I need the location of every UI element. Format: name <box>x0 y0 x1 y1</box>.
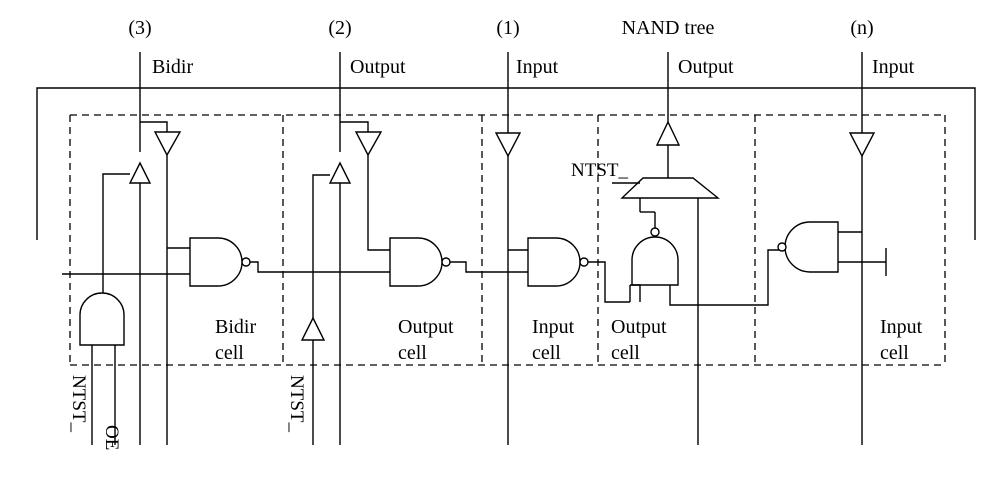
pin-number-input: (1) <box>496 17 519 39</box>
signal-ntst-output: NTST_ <box>286 375 307 433</box>
input-cell-1 <box>494 132 630 303</box>
output-cell-1 <box>300 121 508 445</box>
pin-number-bidir: (3) <box>128 17 151 39</box>
bidir-nand-gate <box>189 237 243 287</box>
bidir-and-gate <box>79 292 125 346</box>
bidir-output-buffer <box>128 161 152 184</box>
cell-label-nand-output-2: cell <box>611 342 640 364</box>
nand-tree-mux <box>620 177 720 199</box>
bidir-input-buffer <box>153 131 182 157</box>
pin-number-nand-tree: NAND tree <box>622 17 715 39</box>
signal-labels: NTST_ OE NTST_ NTST_ <box>68 160 629 450</box>
input-cell-nand-gate <box>527 237 581 287</box>
cell-label-output-2: cell <box>398 342 427 364</box>
pin-type-output: Output <box>350 56 406 78</box>
pin-type-n: Input <box>872 56 915 78</box>
pin-number-n: (n) <box>850 17 873 39</box>
cell-label-input-1: Input <box>532 316 575 338</box>
signal-ntst-mux: NTST_ <box>571 160 629 181</box>
output-cell-tri-buffer <box>328 161 352 184</box>
output-cell-enable-buffer <box>300 316 326 341</box>
cell-label-input-n-1: Input <box>880 316 923 338</box>
cell-label-bidir-2: cell <box>215 342 244 364</box>
output-cell-input-buffer <box>354 131 383 157</box>
cell-label-input-2: cell <box>532 342 561 364</box>
nand-tree-output-buffer <box>655 120 681 146</box>
cell-label-input-n-2: cell <box>880 342 909 364</box>
cell-labels: Bidir cell Output cell Input cell Output… <box>215 316 923 364</box>
bidir-cell <box>62 121 300 445</box>
signal-ntst-bidir: NTST_ <box>68 375 89 433</box>
pin-number-output: (2) <box>328 17 351 39</box>
input-cell-buffer <box>494 132 522 158</box>
pin-labels: (3) Bidir (2) Output (1) Input NAND tree… <box>128 17 914 78</box>
cell-label-bidir-1: Bidir <box>215 316 256 338</box>
cell-label-nand-output-1: Output <box>611 316 667 338</box>
nand-tree-output-cell <box>612 120 790 445</box>
nand-tree-nand-gate <box>631 236 679 286</box>
cell-label-output-1: Output <box>398 316 454 338</box>
pin-type-nand-tree: Output <box>678 56 734 78</box>
chip-boundary-bus <box>36 87 976 240</box>
input-cell-n-buffer <box>848 132 876 158</box>
pin-type-bidir: Bidir <box>152 56 193 78</box>
output-cell-nand-gate <box>389 237 443 287</box>
pin-lines <box>139 52 863 445</box>
signal-oe: OE <box>101 425 122 450</box>
pin-type-input: Input <box>516 56 559 78</box>
input-cell-n <box>777 132 887 276</box>
input-cell-n-nand-gate <box>784 221 839 273</box>
